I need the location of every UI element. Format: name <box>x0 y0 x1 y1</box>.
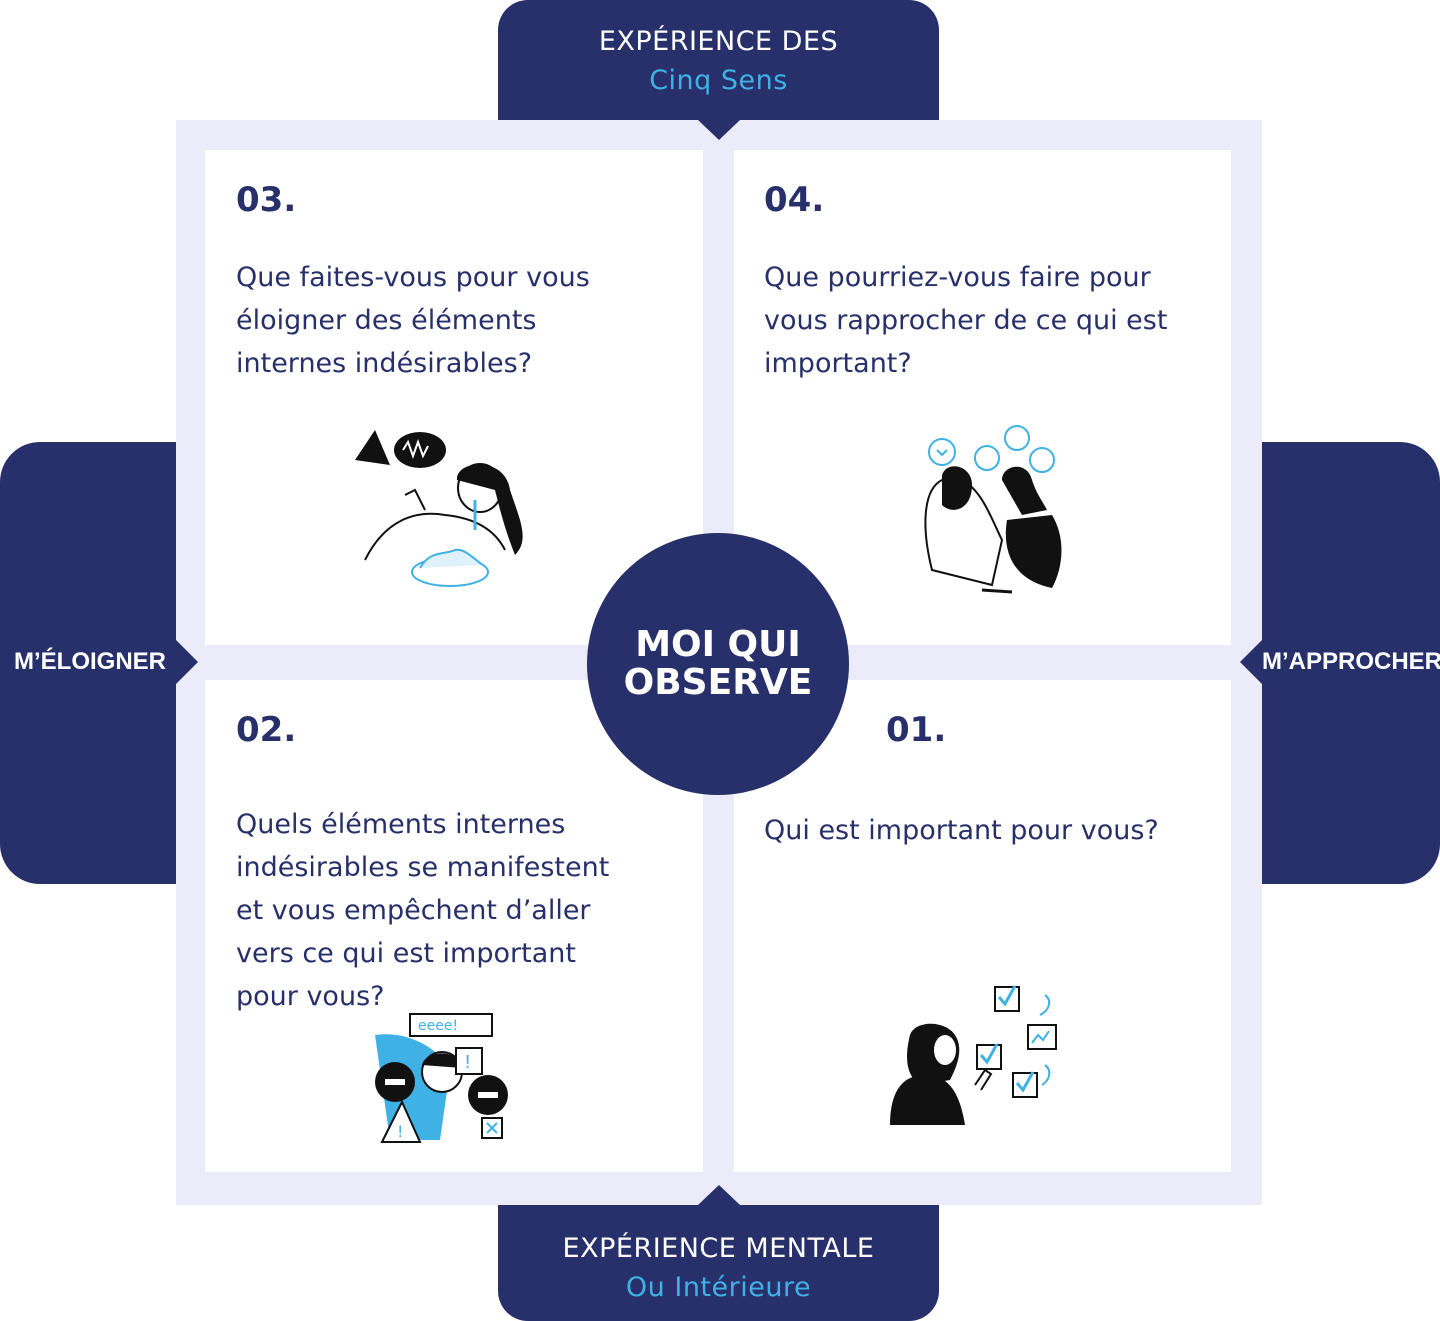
center-line1: MOI QUI <box>635 624 801 665</box>
center-line2: OBSERVE <box>623 662 813 703</box>
question-line: internes indésirables? <box>236 348 533 379</box>
question-line: Que pourriez-vous faire pour <box>764 262 1151 293</box>
question-line: indésirables se manifestent <box>236 852 610 883</box>
question-line: Qui est important pour vous? <box>764 815 1159 846</box>
quadrant-03-number: 03. <box>236 180 297 220</box>
question-line: vers ce qui est important <box>236 938 576 969</box>
quadrant-02-card <box>205 680 703 1172</box>
bottom-tab-subtitle: Ou Intérieure <box>625 1272 812 1303</box>
quadrant-01-card <box>734 680 1231 1172</box>
question-line: Quels éléments internes <box>236 809 566 840</box>
quadrant-02-number: 02. <box>236 710 297 750</box>
woman-eating-salad-icon <box>355 430 523 587</box>
stressed-person-icon: eeee! ! ! <box>375 1013 508 1143</box>
top-tab-subtitle: Cinq Sens <box>649 65 788 96</box>
quadrant-01-number: 01. <box>886 710 947 750</box>
woman-checklist-icon <box>890 985 1057 1125</box>
right-tab-label: M’APPROCHER <box>1262 648 1440 675</box>
question-line: éloigner des éléments <box>236 305 537 336</box>
quadrant-04-question: Que pourriez-vous faire pour vous rappro… <box>764 256 1167 385</box>
left-tab-label: M’ÉLOIGNER <box>14 648 167 675</box>
quadrant-03-question: Que faites-vous pour vous éloigner des é… <box>236 256 590 385</box>
two-women-talking-icon <box>924 425 1062 594</box>
right-tab <box>1262 442 1440 884</box>
bottom-tab: EXPÉRIENCE MENTALE Ou Intérieure <box>498 1205 939 1321</box>
question-line: et vous empêchent d’aller <box>236 895 591 926</box>
svg-text:!: ! <box>464 1052 471 1073</box>
center-circle: MOI QUI OBSERVE <box>587 533 849 795</box>
question-line: pour vous? <box>236 981 385 1012</box>
left-tab <box>0 442 176 884</box>
question-line: vous rapprocher de ce qui est <box>764 305 1168 336</box>
left-arrow <box>176 640 198 684</box>
top-tab: EXPÉRIENCE DES Cinq Sens <box>498 0 939 120</box>
svg-text:!: ! <box>397 1122 403 1141</box>
right-arrow <box>1240 640 1262 684</box>
svg-text:eeee!: eeee! <box>418 1018 458 1034</box>
bottom-arrow <box>698 1185 740 1205</box>
top-arrow <box>698 120 740 140</box>
bottom-tab-title: EXPÉRIENCE MENTALE <box>562 1233 875 1264</box>
question-line: Que faites-vous pour vous <box>236 262 590 293</box>
quadrant-04-number: 04. <box>764 180 825 220</box>
quadrant-01-question: Qui est important pour vous? <box>764 809 1159 852</box>
question-line: important? <box>764 348 912 379</box>
quadrant-02-question: Quels éléments internes indésirables se … <box>236 803 609 1018</box>
top-tab-title: EXPÉRIENCE DES <box>598 26 839 57</box>
